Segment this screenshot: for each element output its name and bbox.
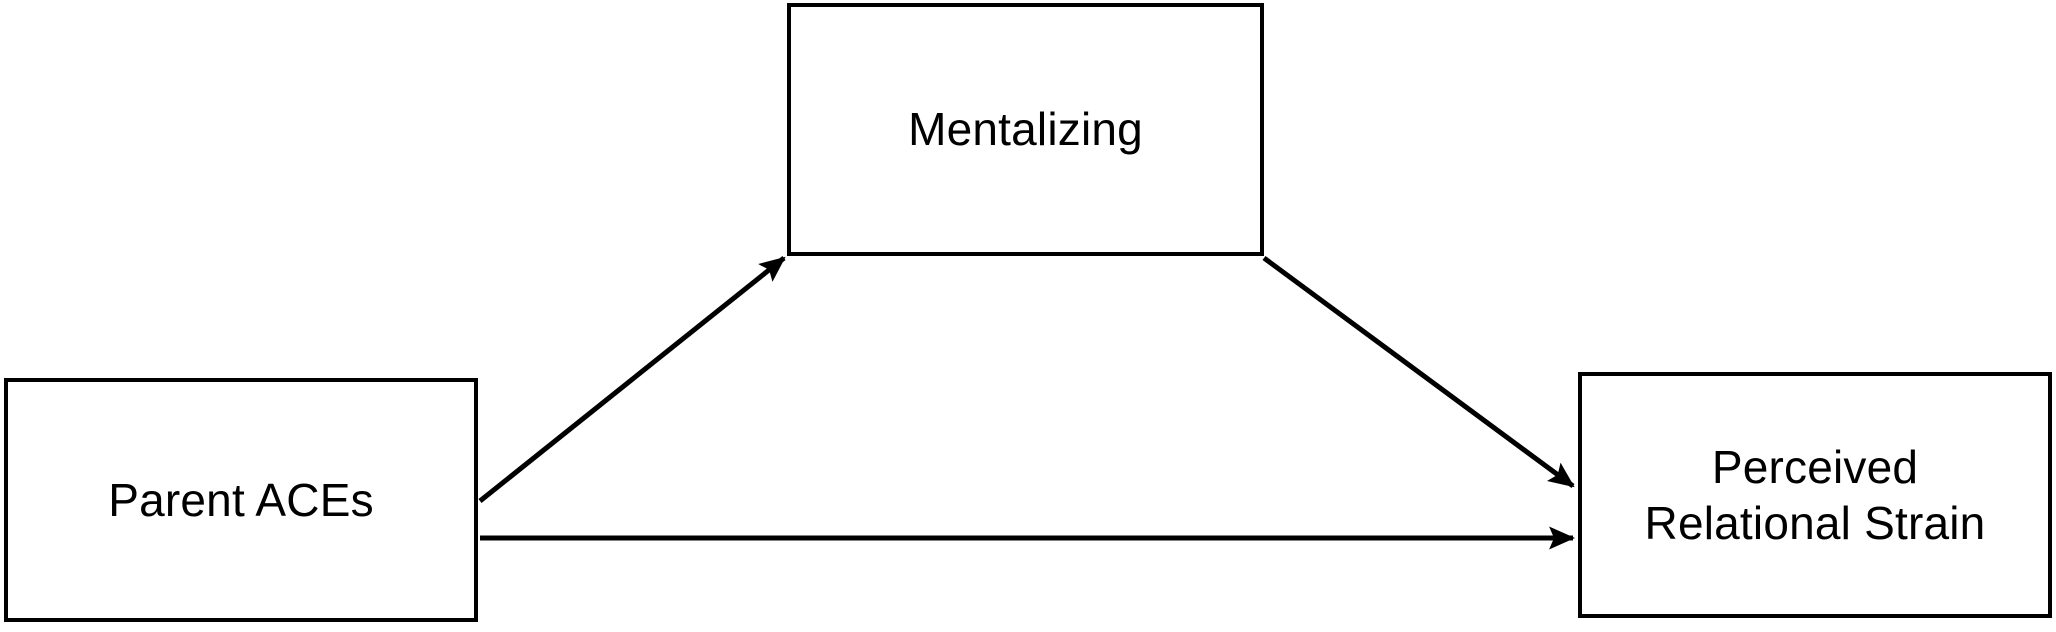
edge-mentalizing-to-perceived-relational-strain <box>1262 255 1575 489</box>
node-parent-aces-label: Parent ACEs <box>108 473 374 526</box>
node-perceived-relational-strain-label: Perceived Relational Strain <box>1644 440 1986 549</box>
node-parent-aces[interactable]: Parent ACEs <box>4 378 478 622</box>
node-perceived-relational-strain[interactable]: Perceived Relational Strain <box>1578 372 2052 618</box>
edge-parent-aces-to-mentalizing <box>478 256 786 503</box>
node-mentalizing[interactable]: Mentalizing <box>787 3 1264 256</box>
node-mentalizing-label: Mentalizing <box>908 103 1143 156</box>
